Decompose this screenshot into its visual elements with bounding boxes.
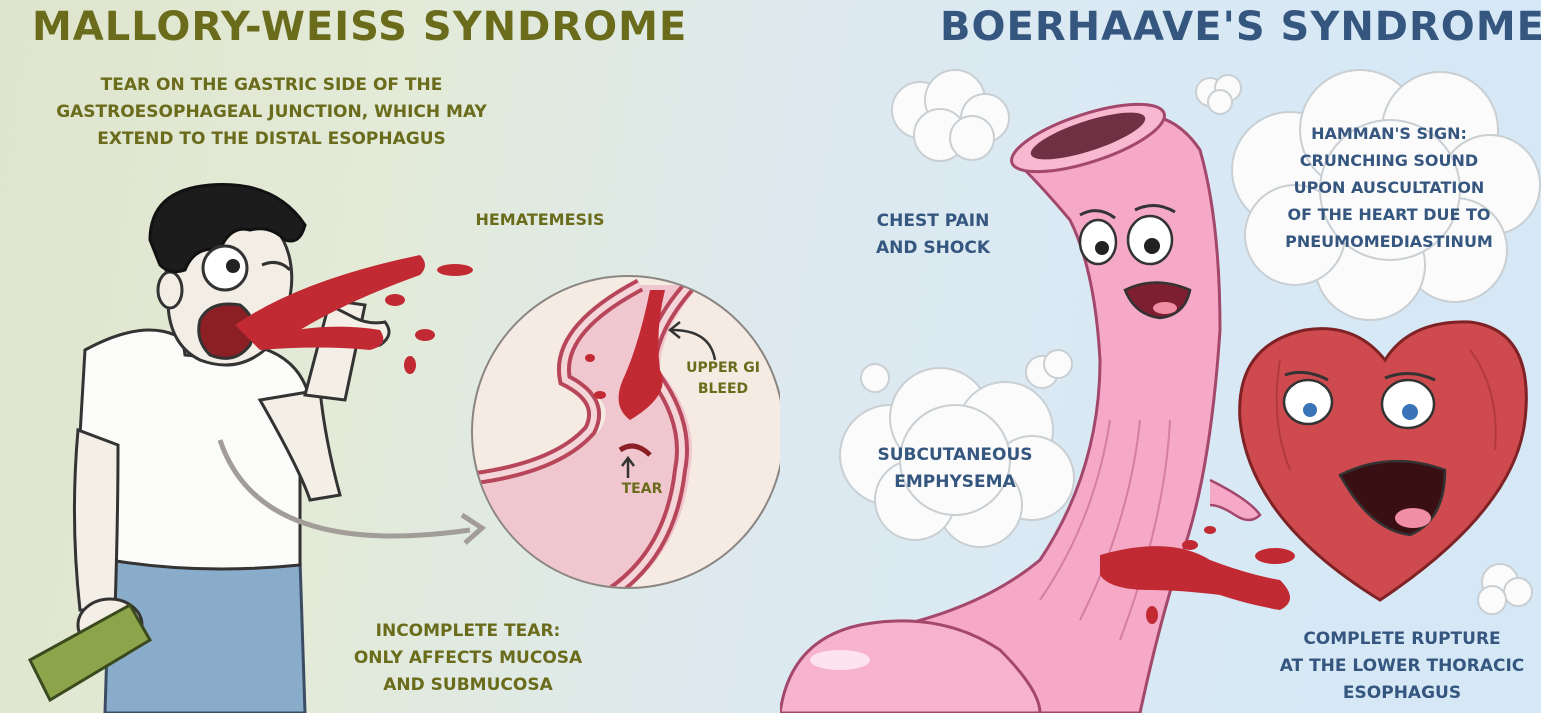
small-cloud-top-right	[1195, 74, 1242, 115]
small-cloud-bottom-right	[1477, 563, 1533, 615]
complete-rupture-line: AT THE LOWER THORACIC	[1279, 656, 1525, 676]
mallory-weiss-illustration	[28, 183, 780, 713]
complete-rupture-line: ESOPHAGUS	[1342, 683, 1462, 703]
cloud-icons	[839, 69, 1541, 615]
hematemesis-blood-splatter	[235, 255, 473, 374]
rupture-blood-splatter	[1100, 526, 1295, 624]
incomplete-tear-line: AND SUBMUCOSA	[383, 675, 553, 695]
hammans-sign-line: CRUNCHING SOUND	[1299, 151, 1479, 170]
description-line: EXTEND TO THE DISTAL ESOPHAGUS	[97, 129, 446, 149]
hammans-sign-line: HAMMAN'S SIGN:	[1311, 124, 1467, 143]
chest-pain-label: CHEST PAIN AND SHOCK	[868, 208, 998, 262]
complete-rupture-label: COMPLETE RUPTURE AT THE LOWER THORACIC E…	[1268, 626, 1536, 707]
hammans-sign-cloud	[1231, 69, 1541, 321]
hammans-sign-label: HAMMAN'S SIGN: CRUNCHING SOUND UPON AUSC…	[1264, 120, 1514, 255]
chest-pain-line: AND SHOCK	[876, 238, 990, 258]
complete-rupture-line: COMPLETE RUPTURE	[1303, 629, 1501, 649]
small-cloud-mid	[860, 349, 1073, 393]
vomiting-man-figure	[28, 183, 391, 713]
upper-gi-bleed-label: UPPER GI BLEED	[676, 358, 770, 400]
incomplete-tear-line: INCOMPLETE TEAR:	[375, 621, 561, 641]
small-cloud-top-left	[891, 69, 1010, 162]
upper-gi-bleed-line: UPPER GI	[686, 360, 760, 376]
ge-junction-zoom-circle	[471, 275, 780, 589]
heart-character	[1238, 320, 1528, 602]
mallory-weiss-title: MALLORY-WEISS SYNDROME	[32, 4, 688, 50]
zoom-arrow	[217, 439, 471, 539]
description-line: GASTROESOPHAGEAL JUNCTION, WHICH MAY	[56, 102, 487, 122]
tear-label: TEAR	[621, 481, 663, 497]
hematemesis-label: HEMATEMESIS	[475, 210, 605, 229]
mallory-weiss-panel: MALLORY-WEISS SYNDROME TEAR ON THE GASTR…	[28, 4, 780, 713]
hammans-sign-line: OF THE HEART DUE TO	[1287, 205, 1491, 224]
chest-pain-line: CHEST PAIN	[876, 211, 990, 231]
boerhaave-illustration	[780, 69, 1541, 713]
boerhaave-title: BOERHAAVE'S SYNDROME	[940, 4, 1541, 50]
subcutaneous-cloud	[839, 367, 1075, 548]
hammans-sign-line: UPON AUSCULTATION	[1293, 178, 1485, 197]
hammans-sign-line: PNEUMOMEDIASTINUM	[1285, 232, 1493, 251]
incomplete-tear-line: ONLY AFFECTS MUCOSA	[353, 648, 583, 668]
upper-gi-bleed-line: BLEED	[697, 381, 749, 397]
subcutaneous-line: SUBCUTANEOUS	[877, 445, 1033, 465]
incomplete-tear-label: INCOMPLETE TEAR: ONLY AFFECTS MUCOSA AND…	[345, 618, 591, 699]
boerhaave-panel: BOERHAAVE'S SYNDROME CHEST PAIN AND SHOC…	[780, 0, 1541, 713]
subcutaneous-line: EMPHYSEMA	[894, 472, 1016, 492]
description-line: TEAR ON THE GASTRIC SIDE OF THE	[100, 75, 443, 95]
subcutaneous-emphysema-label: SUBCUTANEOUS EMPHYSEMA	[862, 442, 1048, 496]
mallory-weiss-description: TEAR ON THE GASTRIC SIDE OF THE GASTROES…	[44, 72, 499, 153]
